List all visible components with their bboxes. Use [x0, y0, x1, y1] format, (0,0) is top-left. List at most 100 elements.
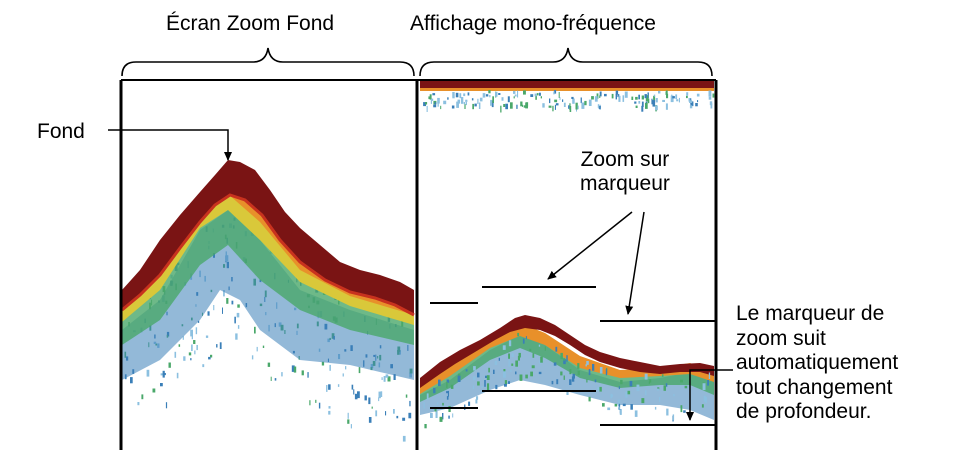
echo-speckle	[563, 358, 566, 365]
echo-speckle	[648, 381, 650, 384]
echo-speckle	[523, 105, 527, 108]
echo-speckle	[676, 99, 679, 102]
echo-speckle	[478, 102, 481, 109]
echo-speckle	[503, 371, 506, 378]
echo-speckle	[555, 346, 558, 352]
echo-speckle	[476, 396, 479, 400]
echo-speckle	[644, 94, 647, 99]
echo-speckle	[615, 93, 617, 100]
echo-speckle	[572, 373, 575, 379]
echo-speckle	[405, 394, 408, 398]
echo-speckle	[205, 335, 209, 338]
echo-speckle	[402, 435, 406, 442]
echo-speckle	[481, 385, 484, 388]
marker-follows-line-3: automatiquement	[736, 351, 899, 374]
echo-speckle	[439, 416, 443, 422]
echo-speckle	[599, 367, 603, 374]
echo-speckle	[566, 390, 569, 395]
echo-speckle	[641, 398, 645, 404]
echo-speckle	[538, 344, 541, 347]
echo-speckle	[560, 352, 563, 360]
left-seabed	[122, 160, 414, 315]
echo-speckle	[661, 374, 664, 377]
echo-speckle	[508, 353, 510, 359]
echo-speckle	[351, 384, 354, 390]
echo-speckle	[672, 414, 675, 421]
echo-speckle	[216, 344, 218, 348]
echo-speckle	[625, 391, 628, 398]
echo-speckle	[482, 93, 486, 98]
echo-speckle	[474, 103, 477, 107]
echo-speckle	[459, 93, 462, 99]
echo-speckle	[472, 385, 474, 390]
echo-speckle	[707, 380, 709, 386]
fond-leader	[108, 129, 232, 161]
echo-speckle	[563, 375, 565, 380]
echo-speckle	[617, 94, 620, 98]
echo-speckle	[553, 91, 555, 95]
echo-speckle	[426, 105, 428, 112]
echo-speckle	[511, 363, 514, 366]
echo-speckle	[577, 370, 580, 376]
echo-speckle	[262, 345, 265, 348]
echo-speckle	[487, 383, 490, 391]
echo-speckle	[647, 98, 650, 104]
echo-speckle	[488, 367, 490, 373]
echo-speckle	[328, 384, 331, 390]
echo-speckle	[515, 371, 517, 375]
echo-speckle	[195, 327, 198, 335]
echo-speckle	[442, 413, 444, 420]
echo-speckle	[393, 409, 395, 414]
echo-speckle	[465, 99, 468, 102]
echo-speckle	[378, 397, 380, 402]
echo-speckle	[196, 345, 198, 351]
echo-speckle	[387, 376, 391, 382]
echo-speckle	[686, 95, 688, 99]
echo-speckle	[433, 104, 437, 108]
echo-speckle	[293, 366, 297, 373]
echo-speckle	[375, 410, 378, 417]
echo-speckle	[581, 102, 585, 109]
surface-band-edge	[420, 88, 714, 91]
right-panel-brace	[419, 47, 713, 77]
echo-speckle	[629, 380, 633, 387]
echo-speckle	[562, 99, 564, 102]
echo-speckle	[473, 366, 476, 371]
echo-speckle	[152, 388, 156, 393]
echo-speckle	[402, 417, 406, 421]
echo-speckle	[485, 375, 488, 378]
echo-speckle	[665, 103, 668, 110]
echo-speckle	[237, 325, 240, 329]
echo-speckle	[484, 380, 486, 387]
echo-speckle	[684, 385, 688, 389]
echo-speckle	[554, 90, 557, 94]
echo-speckle	[599, 386, 602, 392]
echo-speckle	[256, 346, 258, 352]
echo-speckle	[456, 101, 459, 108]
echo-speckle	[345, 366, 347, 370]
echo-speckle	[680, 379, 683, 383]
marker-follows-line-1: Le marqueur de	[736, 302, 885, 325]
echo-speckle	[160, 373, 164, 376]
echo-speckle	[358, 367, 361, 374]
echo-speckle	[615, 90, 619, 95]
single-frequency-panel	[420, 80, 715, 429]
echo-speckle	[620, 379, 623, 385]
echo-speckle	[146, 369, 150, 377]
echo-speckle	[423, 402, 425, 409]
echo-speckle	[705, 397, 707, 404]
echo-speckle	[207, 311, 210, 316]
echo-speckle	[342, 373, 344, 377]
echo-speckle	[655, 105, 658, 111]
echo-speckle	[638, 101, 641, 104]
echo-speckle	[437, 100, 439, 107]
echo-speckle	[160, 383, 163, 387]
echo-speckle	[447, 390, 449, 397]
echo-speckle	[517, 332, 520, 337]
echo-speckle	[447, 97, 449, 100]
echo-speckle	[353, 389, 355, 395]
echo-speckle	[508, 340, 512, 347]
echo-speckle	[309, 400, 311, 406]
echo-speckle	[371, 406, 373, 409]
echo-speckle	[634, 410, 638, 417]
